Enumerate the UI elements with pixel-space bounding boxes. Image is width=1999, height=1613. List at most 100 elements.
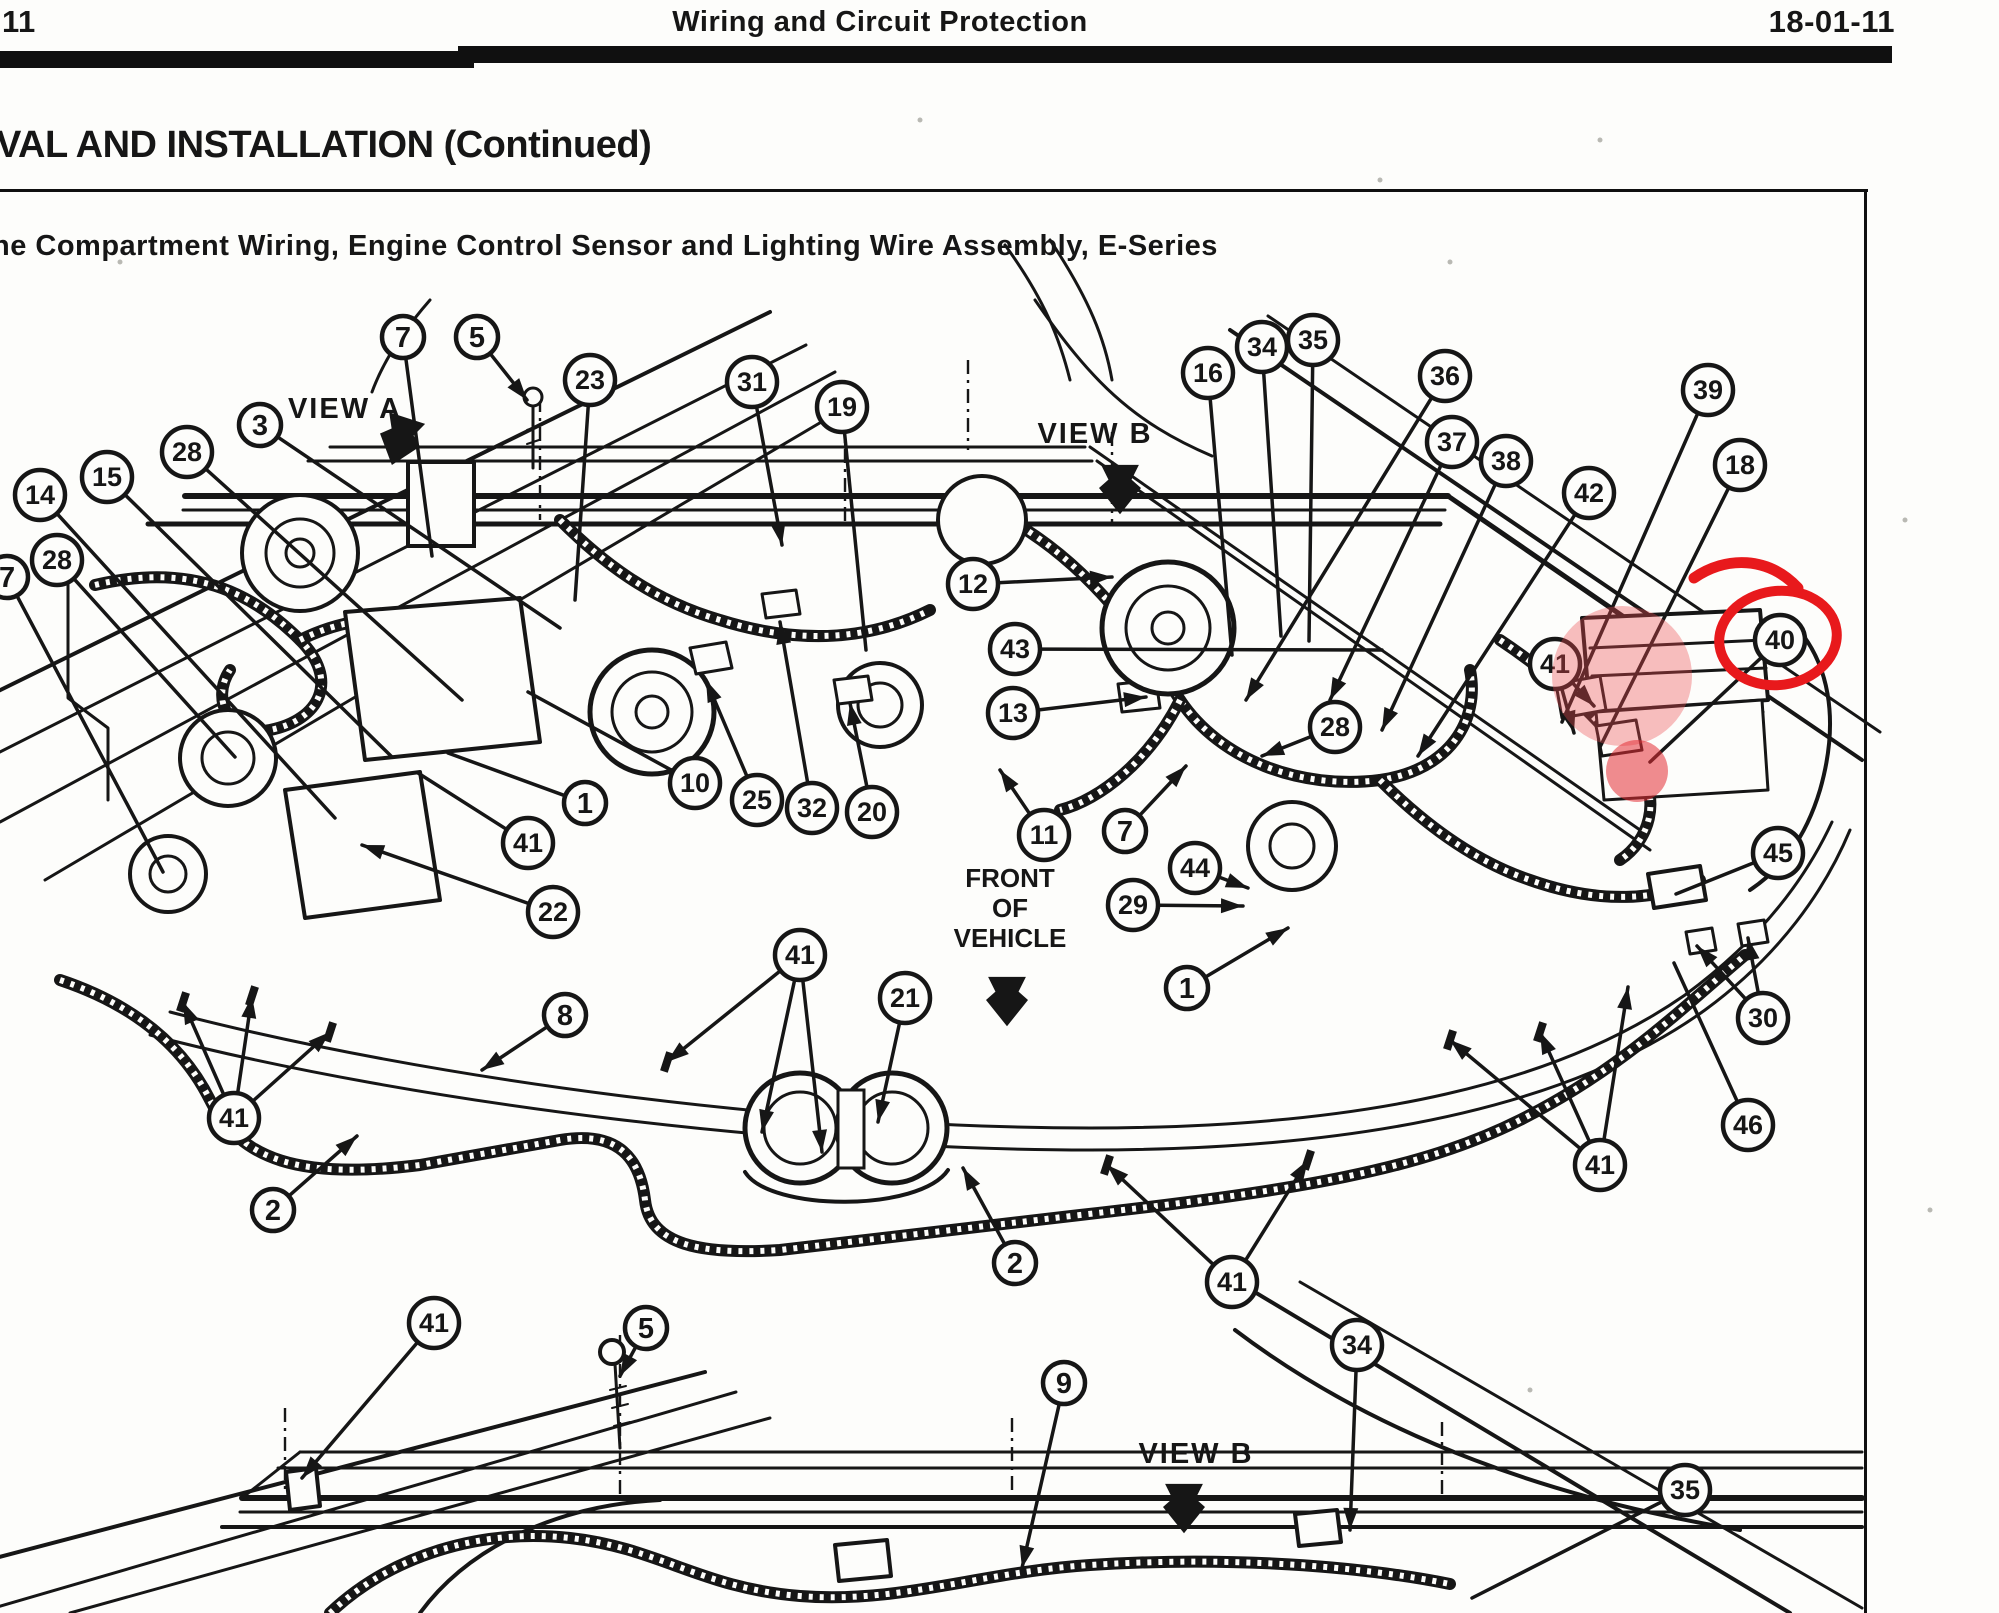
engine-compartment-line-art — [0, 117, 1933, 1613]
svg-text:9: 9 — [1056, 1368, 1072, 1400]
svg-text:21: 21 — [890, 983, 920, 1013]
callout-39: 39 — [1560, 362, 1736, 724]
callout-35: 35 — [1470, 1462, 1713, 1600]
callout-41: 41 — [300, 1295, 462, 1480]
svg-text:39: 39 — [1693, 375, 1723, 405]
callout-37: 37 — [1328, 414, 1480, 702]
svg-text:1: 1 — [577, 788, 593, 820]
svg-text:11: 11 — [1030, 820, 1059, 850]
svg-text:46: 46 — [1733, 1110, 1763, 1140]
callout-5: 5 — [618, 1304, 670, 1378]
svg-text:37: 37 — [1437, 427, 1467, 457]
callout-28: 28 — [159, 424, 464, 702]
highlight-overlay — [1552, 606, 1692, 802]
red-pen-circle-annotation — [1688, 557, 1842, 691]
svg-text:23: 23 — [575, 365, 605, 395]
callout-15: 15 — [79, 449, 394, 759]
callout-41: 41 — [1448, 985, 1632, 1193]
callout-22: 22 — [360, 843, 581, 940]
callout-28: 28 — [1260, 699, 1363, 758]
callout-1: 1 — [1163, 926, 1290, 1012]
view-arrow-icon — [380, 412, 426, 465]
svg-text:20: 20 — [857, 797, 887, 827]
callout-41: 41 — [416, 771, 556, 871]
callout-7: 7 — [379, 313, 434, 558]
callout-28: 28 — [29, 532, 237, 759]
svg-text:2: 2 — [265, 1195, 281, 1227]
svg-text:36: 36 — [1430, 361, 1460, 391]
callout-34: 34 — [1234, 319, 1290, 638]
callout-30: 30 — [1695, 936, 1791, 1046]
svg-text:15: 15 — [92, 462, 122, 492]
svg-text:14: 14 — [25, 480, 55, 510]
view-b-label-bottom: VIEW B — [1138, 1438, 1252, 1534]
svg-text:35: 35 — [1670, 1475, 1700, 1505]
callout-43: 43 — [987, 621, 1384, 677]
svg-text:1: 1 — [1179, 973, 1195, 1005]
svg-text:41: 41 — [219, 1103, 249, 1133]
svg-text:7: 7 — [0, 562, 15, 594]
callout-7: 7 — [0, 553, 165, 874]
callout-41: 41 — [1105, 1158, 1310, 1310]
svg-text:FRONT: FRONT — [965, 863, 1055, 893]
svg-text:8: 8 — [557, 1000, 573, 1032]
svg-text:5: 5 — [638, 1313, 654, 1345]
callout-34: 34 — [1329, 1317, 1385, 1532]
view-a-label: VIEW A — [288, 393, 426, 465]
header-rule-bar — [458, 46, 1892, 63]
svg-text:VIEW A: VIEW A — [288, 393, 402, 425]
svg-text:34: 34 — [1247, 332, 1277, 362]
svg-text:OF: OF — [992, 893, 1028, 923]
svg-text:41: 41 — [513, 828, 543, 858]
callout-41: 41 — [181, 994, 332, 1146]
page-number-left: 11 — [2, 4, 36, 39]
page-number-right: 18-01-11 — [1768, 4, 1895, 39]
callout-7: 7 — [1101, 764, 1188, 855]
svg-text:45: 45 — [1763, 838, 1793, 868]
callout-10: 10 — [526, 690, 723, 811]
callout-46: 46 — [1672, 961, 1776, 1153]
svg-text:34: 34 — [1342, 1330, 1372, 1360]
svg-text:30: 30 — [1748, 1003, 1778, 1033]
svg-text:41: 41 — [1217, 1267, 1247, 1297]
callout-41: 41 — [1527, 636, 1596, 735]
callout-42: 42 — [1416, 465, 1617, 758]
section-heading: VAL AND INSTALLATION (Continued) — [0, 124, 652, 166]
svg-text:41: 41 — [1540, 649, 1570, 679]
svg-text:VIEW B: VIEW B — [1037, 418, 1152, 450]
callout-14: 14 — [12, 467, 337, 820]
callout-3: 3 — [236, 401, 562, 630]
svg-text:7: 7 — [395, 322, 411, 354]
svg-text:18: 18 — [1725, 450, 1755, 480]
svg-text:29: 29 — [1118, 890, 1148, 920]
figure-box-right-border — [1864, 189, 1867, 1613]
callout-19: 19 — [814, 379, 870, 652]
svg-text:13: 13 — [998, 698, 1028, 728]
svg-text:28: 28 — [1320, 712, 1350, 742]
svg-text:7: 7 — [1117, 816, 1133, 848]
callout-11: 11 — [998, 768, 1072, 863]
svg-text:16: 16 — [1193, 358, 1223, 388]
callout-21: 21 — [875, 970, 933, 1124]
callout-31: 31 — [724, 354, 786, 547]
svg-text:41: 41 — [785, 940, 815, 970]
callout-12: 12 — [945, 556, 1114, 612]
callout-41: 41 — [665, 927, 828, 1154]
view-b-label-top: VIEW B — [1037, 418, 1152, 515]
svg-text:40: 40 — [1765, 625, 1795, 655]
callout-1: 1 — [446, 751, 609, 827]
svg-text:35: 35 — [1298, 325, 1328, 355]
svg-text:5: 5 — [469, 322, 485, 354]
svg-text:28: 28 — [172, 437, 202, 467]
svg-text:44: 44 — [1180, 853, 1210, 883]
view-arrow-icon — [1163, 1483, 1205, 1534]
callout-8: 8 — [480, 991, 589, 1072]
page-title: Wiring and Circuit Protection — [672, 6, 1088, 38]
front-of-vehicle-arrow-icon — [986, 976, 1028, 1027]
svg-text:25: 25 — [742, 785, 772, 815]
svg-text:31: 31 — [737, 367, 767, 397]
svg-text:19: 19 — [827, 392, 857, 422]
